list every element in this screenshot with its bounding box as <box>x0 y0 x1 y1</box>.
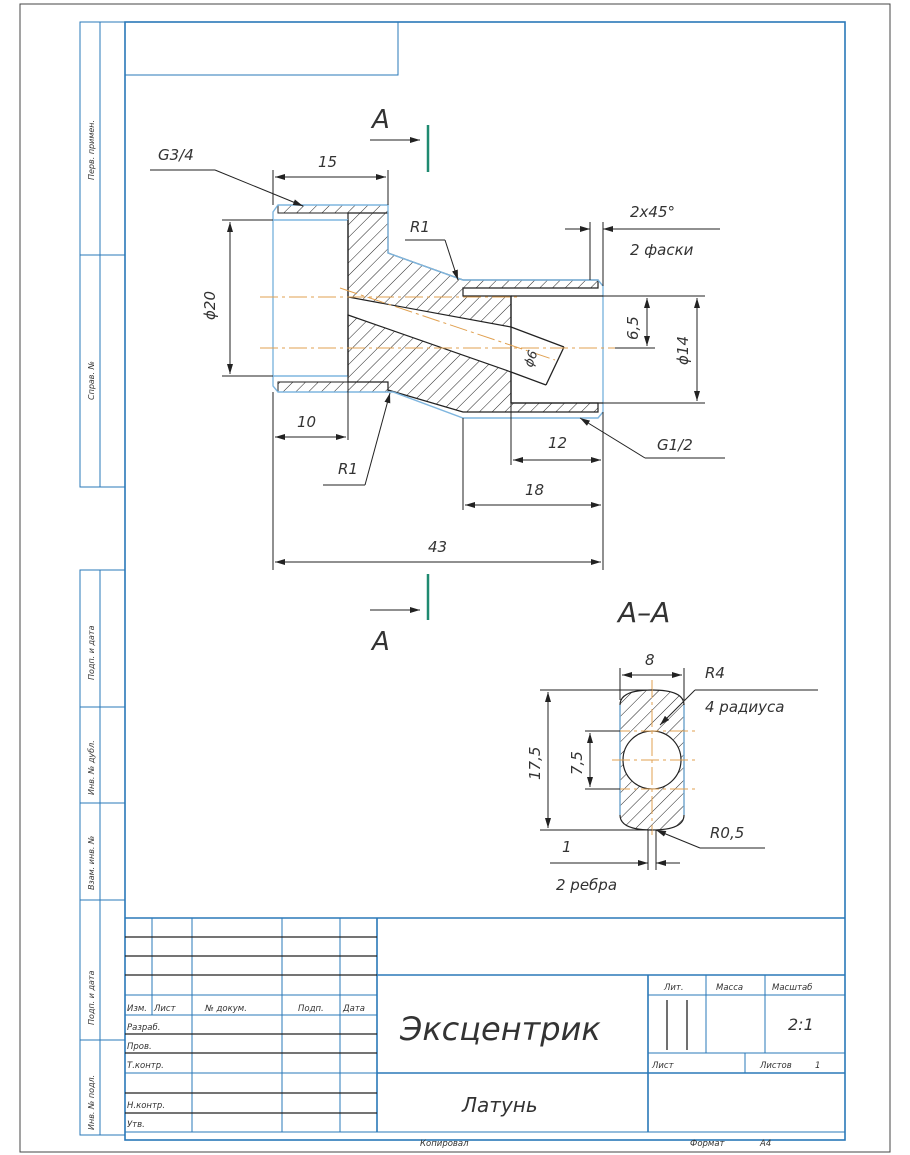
side-label: Инв. № дубл. <box>87 740 96 795</box>
svg-text:8: 8 <box>645 651 655 669</box>
svg-text:4 радиуса: 4 радиуса <box>705 698 784 716</box>
side-label: Справ. № <box>87 361 96 400</box>
material: Латунь <box>461 1093 538 1117</box>
main-view <box>260 204 615 419</box>
svg-text:А4: А4 <box>759 1139 771 1149</box>
scale-value: 2:1 <box>788 1015 814 1034</box>
top-left-box <box>124 21 399 76</box>
svg-text:ϕ6: ϕ6 <box>522 348 542 369</box>
svg-text:R1: R1 <box>410 218 430 236</box>
svg-text:Разраб.: Разраб. <box>127 1023 160 1033</box>
svg-text:G3/4: G3/4 <box>158 146 194 164</box>
section-a-a: A–A <box>612 596 695 835</box>
svg-text:Утв.: Утв. <box>127 1120 145 1130</box>
svg-text:Т.контр.: Т.контр. <box>127 1061 164 1071</box>
svg-text:Подп.: Подп. <box>298 1004 324 1014</box>
sheet-border <box>19 3 891 1153</box>
svg-text:R1: R1 <box>338 460 358 478</box>
svg-text:Дата: Дата <box>342 1004 365 1014</box>
side-label: Подп. и дата <box>87 970 96 1025</box>
svg-text:Копировал: Копировал <box>420 1139 469 1149</box>
part-name: Эксцентрик <box>399 1010 601 1048</box>
svg-text:Масса: Масса <box>716 983 743 993</box>
side-label: Инв. № подл. <box>87 1075 96 1130</box>
svg-text:Лист: Лист <box>153 1004 177 1014</box>
svg-text:17,5: 17,5 <box>526 747 544 780</box>
svg-text:12: 12 <box>548 434 567 452</box>
svg-text:R0,5: R0,5 <box>710 824 744 842</box>
svg-text:Н.контр.: Н.контр. <box>127 1101 165 1111</box>
side-strip-labels: Перв. примен. Справ. № Подп. и дата Инв.… <box>87 120 96 1130</box>
section-dimensions: 8 R4 4 радиуса 17,5 7,5 R0,5 1 2 ребра <box>526 651 818 894</box>
svg-text:Масштаб: Масштаб <box>772 983 812 993</box>
side-label: Взам. инв. № <box>87 836 96 890</box>
drawing-frame <box>79 21 846 1141</box>
svg-text:1: 1 <box>562 838 572 856</box>
svg-text:1: 1 <box>815 1061 820 1071</box>
section-marker-top: A <box>370 105 430 172</box>
main-view-dimensions: G3/4 15 R1 2х45° 2 фаски ϕ20 ϕ6 6,5 ϕ1 <box>150 146 725 570</box>
svg-text:15: 15 <box>318 153 337 171</box>
svg-text:R4: R4 <box>705 664 725 682</box>
svg-text:Лист: Лист <box>651 1061 675 1071</box>
svg-text:Формат: Формат <box>690 1139 726 1149</box>
side-strip-lower <box>79 569 126 1136</box>
side-label: Подп. и дата <box>87 625 96 680</box>
svg-text:2 ребра: 2 ребра <box>556 876 617 894</box>
svg-text:№ докум.: № докум. <box>204 1004 247 1014</box>
svg-text:G1/2: G1/2 <box>657 436 693 454</box>
svg-text:7,5: 7,5 <box>568 751 586 775</box>
svg-text:10: 10 <box>297 413 316 431</box>
svg-text:A: A <box>370 105 390 135</box>
section-marker-bottom: A <box>370 574 430 657</box>
svg-text:ϕ14: ϕ14 <box>674 336 692 365</box>
section-title: A–A <box>616 596 670 629</box>
side-label: Перв. примен. <box>87 120 96 180</box>
svg-text:Изм.: Изм. <box>127 1004 147 1014</box>
svg-text:Пров.: Пров. <box>127 1042 152 1052</box>
svg-text:6,5: 6,5 <box>624 316 642 340</box>
svg-text:2 фаски: 2 фаски <box>630 241 694 259</box>
title-block: Изм. Лист № докум. Подп. Дата Разраб. Пр… <box>125 917 845 1149</box>
svg-text:18: 18 <box>525 481 544 499</box>
svg-text:ϕ20: ϕ20 <box>201 291 219 320</box>
svg-text:A: A <box>370 627 390 657</box>
svg-text:Листов: Листов <box>759 1061 792 1071</box>
svg-text:2х45°: 2х45° <box>630 203 675 221</box>
svg-text:43: 43 <box>428 538 447 556</box>
svg-text:Лит.: Лит. <box>663 983 684 993</box>
